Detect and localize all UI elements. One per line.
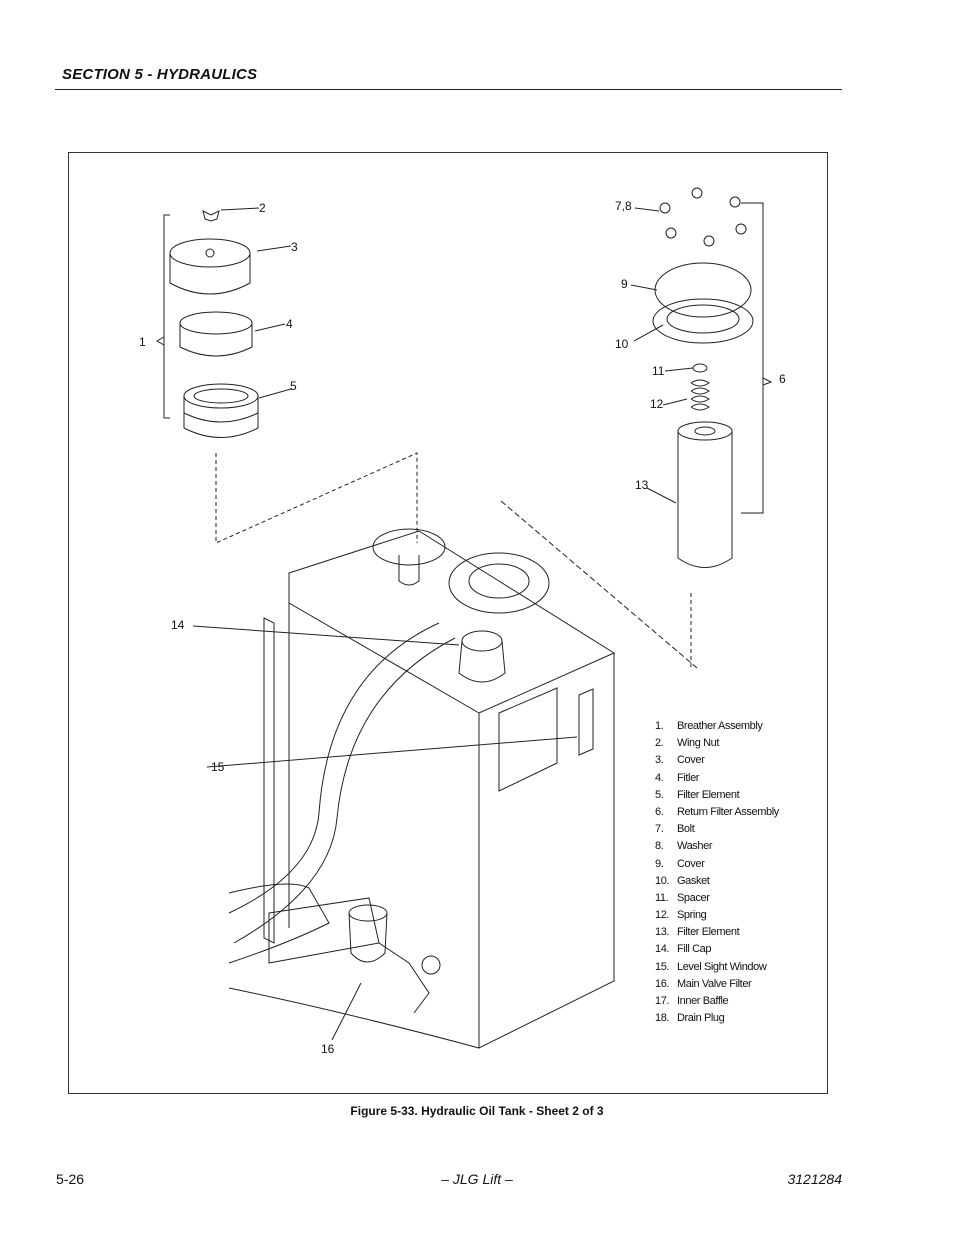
legend-item-label: Cover [677, 754, 705, 767]
callout-3: 3 [291, 240, 298, 254]
legend-item: 10. Gasket [655, 875, 779, 892]
legend-item: 6. Return Filter Assembly [655, 806, 779, 823]
callout-6: 6 [779, 372, 786, 386]
legend-item-number: 6. [655, 805, 664, 818]
legend-item-number: 13. [655, 926, 670, 939]
legend-item: 3. Cover [655, 754, 779, 771]
legend-item: 7. Bolt [655, 823, 779, 840]
legend-item-number: 10. [655, 874, 670, 887]
legend-item: 8. Washer [655, 840, 779, 857]
legend-item: 1. Breather Assembly [655, 720, 779, 737]
legend-item-number: 5. [655, 788, 664, 801]
legend-item: 2. Wing Nut [655, 737, 779, 754]
legend-item-number: 9. [655, 857, 664, 870]
document-number: 3121284 [787, 1171, 842, 1187]
callout-13: 13 [635, 478, 649, 492]
legend-item: 12. Spring [655, 909, 779, 926]
callout-5: 5 [290, 379, 297, 393]
legend-item-number: 1. [655, 720, 664, 732]
legend-item-number: 16. [655, 977, 670, 990]
legend-item-number: 15. [655, 960, 670, 973]
legend-item-label: Fitler [677, 771, 700, 784]
page-number: 5-26 [56, 1171, 85, 1187]
legend-item-label: Fill Cap [677, 943, 712, 956]
parts-legend: 1. Breather Assembly 2. Wing Nut 3. Cover 4. Fi… [655, 720, 779, 1029]
legend-item-label: Level Sight Window [677, 960, 767, 973]
callout-14: 14 [171, 618, 185, 632]
legend-item: 13. Filter Element [655, 926, 779, 943]
figure-caption: Figure 5-33. Hydraulic Oil Tank - Sheet … [350, 1104, 604, 1118]
legend-item: 16. Main Valve Filter [655, 978, 779, 995]
callout-15: 15 [211, 760, 225, 774]
legend-item-label: Washer [677, 840, 713, 853]
legend-item-number: 18. [655, 1012, 670, 1025]
callout-7-8: 7,8 [615, 199, 632, 213]
callout-1: 1 [139, 335, 146, 349]
legend-item-number: 3. [655, 754, 664, 767]
legend-item-number: 11. [655, 891, 669, 904]
legend-item: 4. Fitler [655, 772, 779, 789]
legend-item-label: Cover [677, 857, 705, 870]
legend-item-number: 7. [655, 823, 664, 836]
legend-item-label: Spacer [677, 891, 710, 904]
legend-item: 5. Filter Element [655, 789, 779, 806]
legend-item-number: 8. [655, 840, 664, 853]
legend-item-number: 12. [655, 909, 670, 922]
callout-9: 9 [621, 277, 628, 291]
callout-10: 10 [615, 337, 629, 351]
legend-item-label: Main Valve Filter [677, 977, 752, 990]
legend-item-number: 14. [655, 943, 670, 956]
legend-item-label: Return Filter Assembly [677, 805, 779, 818]
callout-11: 11 [652, 364, 665, 378]
legend-item-label: Filter Element [677, 926, 740, 939]
publisher-footer: – JLG Lift – [441, 1171, 513, 1187]
legend-item-label: Inner Baffle [677, 995, 729, 1007]
legend-item-label: Filter Element [677, 788, 740, 801]
section-title: SECTION 5 - HYDRAULICS [62, 66, 258, 83]
legend-item-label: Wing Nut [677, 737, 720, 750]
legend-item-label: Gasket [677, 874, 710, 887]
legend-item: 11. Spacer [655, 892, 779, 909]
legend-item-number: 4. [655, 771, 664, 784]
legend-item-label: Bolt [677, 823, 695, 836]
legend-item: 9. Cover [655, 858, 779, 875]
legend-item-label: Drain Plug [677, 1012, 725, 1025]
legend-item-label: Spring [677, 909, 707, 922]
legend-item: 14. Fill Cap [655, 943, 779, 960]
callout-16: 16 [321, 1042, 335, 1056]
legend-item: 17. Inner Baffle [655, 995, 779, 1012]
callout-4: 4 [286, 317, 293, 331]
legend-item: 18. Drain Plug [655, 1012, 779, 1029]
callout-12: 12 [650, 397, 664, 411]
legend-item: 15. Level Sight Window [655, 961, 779, 978]
figure-frame: 2 3 1 4 5 7,8 9 10 11 12 6 13 14 15 16 1… [68, 152, 828, 1094]
legend-item-number: 17. [655, 995, 670, 1007]
callout-2: 2 [259, 201, 266, 215]
legend-item-label: Breather Assembly [677, 720, 763, 732]
header-rule [55, 89, 842, 90]
hydraulic-tank-drawing [155, 187, 773, 1049]
legend-item-number: 2. [655, 737, 664, 750]
